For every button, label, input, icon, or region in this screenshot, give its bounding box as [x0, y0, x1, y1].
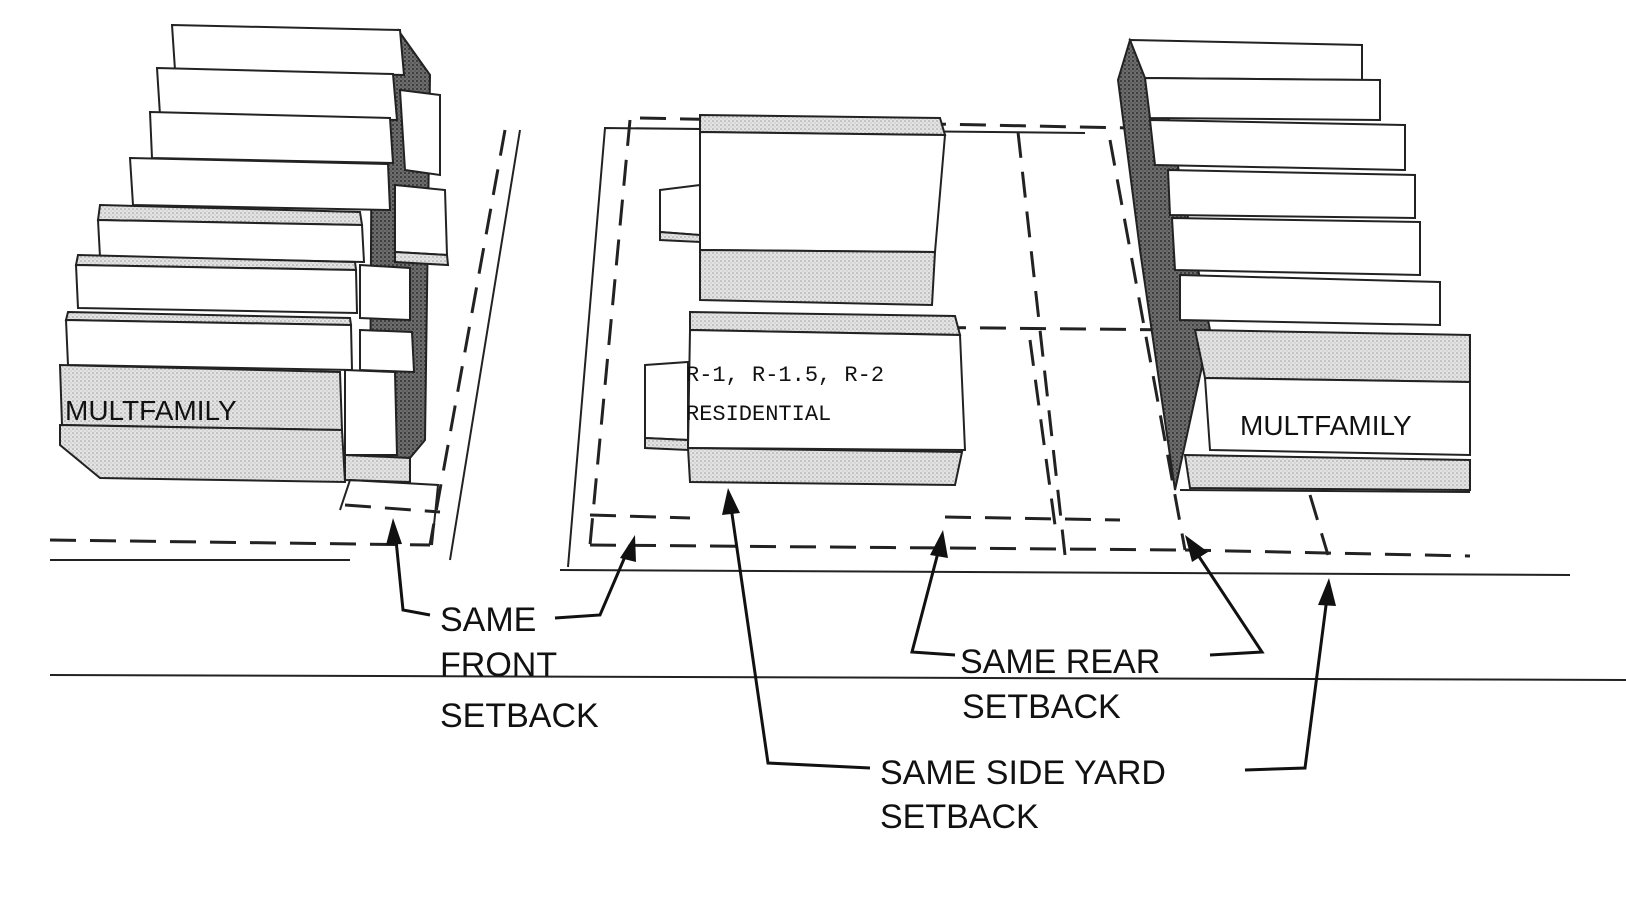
right-lot-lines — [1108, 139, 1471, 558]
center-zone-label-line2: RESIDENTIAL — [686, 402, 831, 427]
left-multifamily-buildings — [58, 23, 450, 484]
rear-setback-leader — [910, 530, 1265, 657]
rear-setback-label: SAME REAR SETBACK — [960, 643, 1160, 726]
side-setback-line2: SETBACK — [880, 798, 1039, 836]
front-setback-line1: SAME — [440, 601, 536, 639]
front-setback-line3: SETBACK — [440, 697, 599, 735]
left-zone-label: MULTFAMILY — [65, 395, 237, 426]
rear-setback-line2: SETBACK — [962, 688, 1121, 726]
front-setback-line2: FRONT — [440, 646, 557, 684]
side-setback-leader — [722, 488, 1336, 772]
street-lines — [49, 559, 1626, 681]
right-multifamily-buildings — [1116, 37, 1471, 492]
center-houses — [644, 113, 967, 487]
front-setback-label: SAME FRONT SETBACK — [440, 601, 599, 735]
front-setback-leader — [386, 518, 636, 620]
center-zone-label-line1: R-1, R-1.5, R-2 — [686, 363, 884, 388]
side-setback-label: SAME SIDE YARD SETBACK — [880, 754, 1166, 836]
right-zone-label: MULTFAMILY — [1240, 410, 1412, 441]
left-lot-lines — [49, 129, 521, 561]
rear-setback-line1: SAME REAR — [960, 643, 1160, 681]
side-setback-line1: SAME SIDE YARD — [880, 754, 1166, 792]
